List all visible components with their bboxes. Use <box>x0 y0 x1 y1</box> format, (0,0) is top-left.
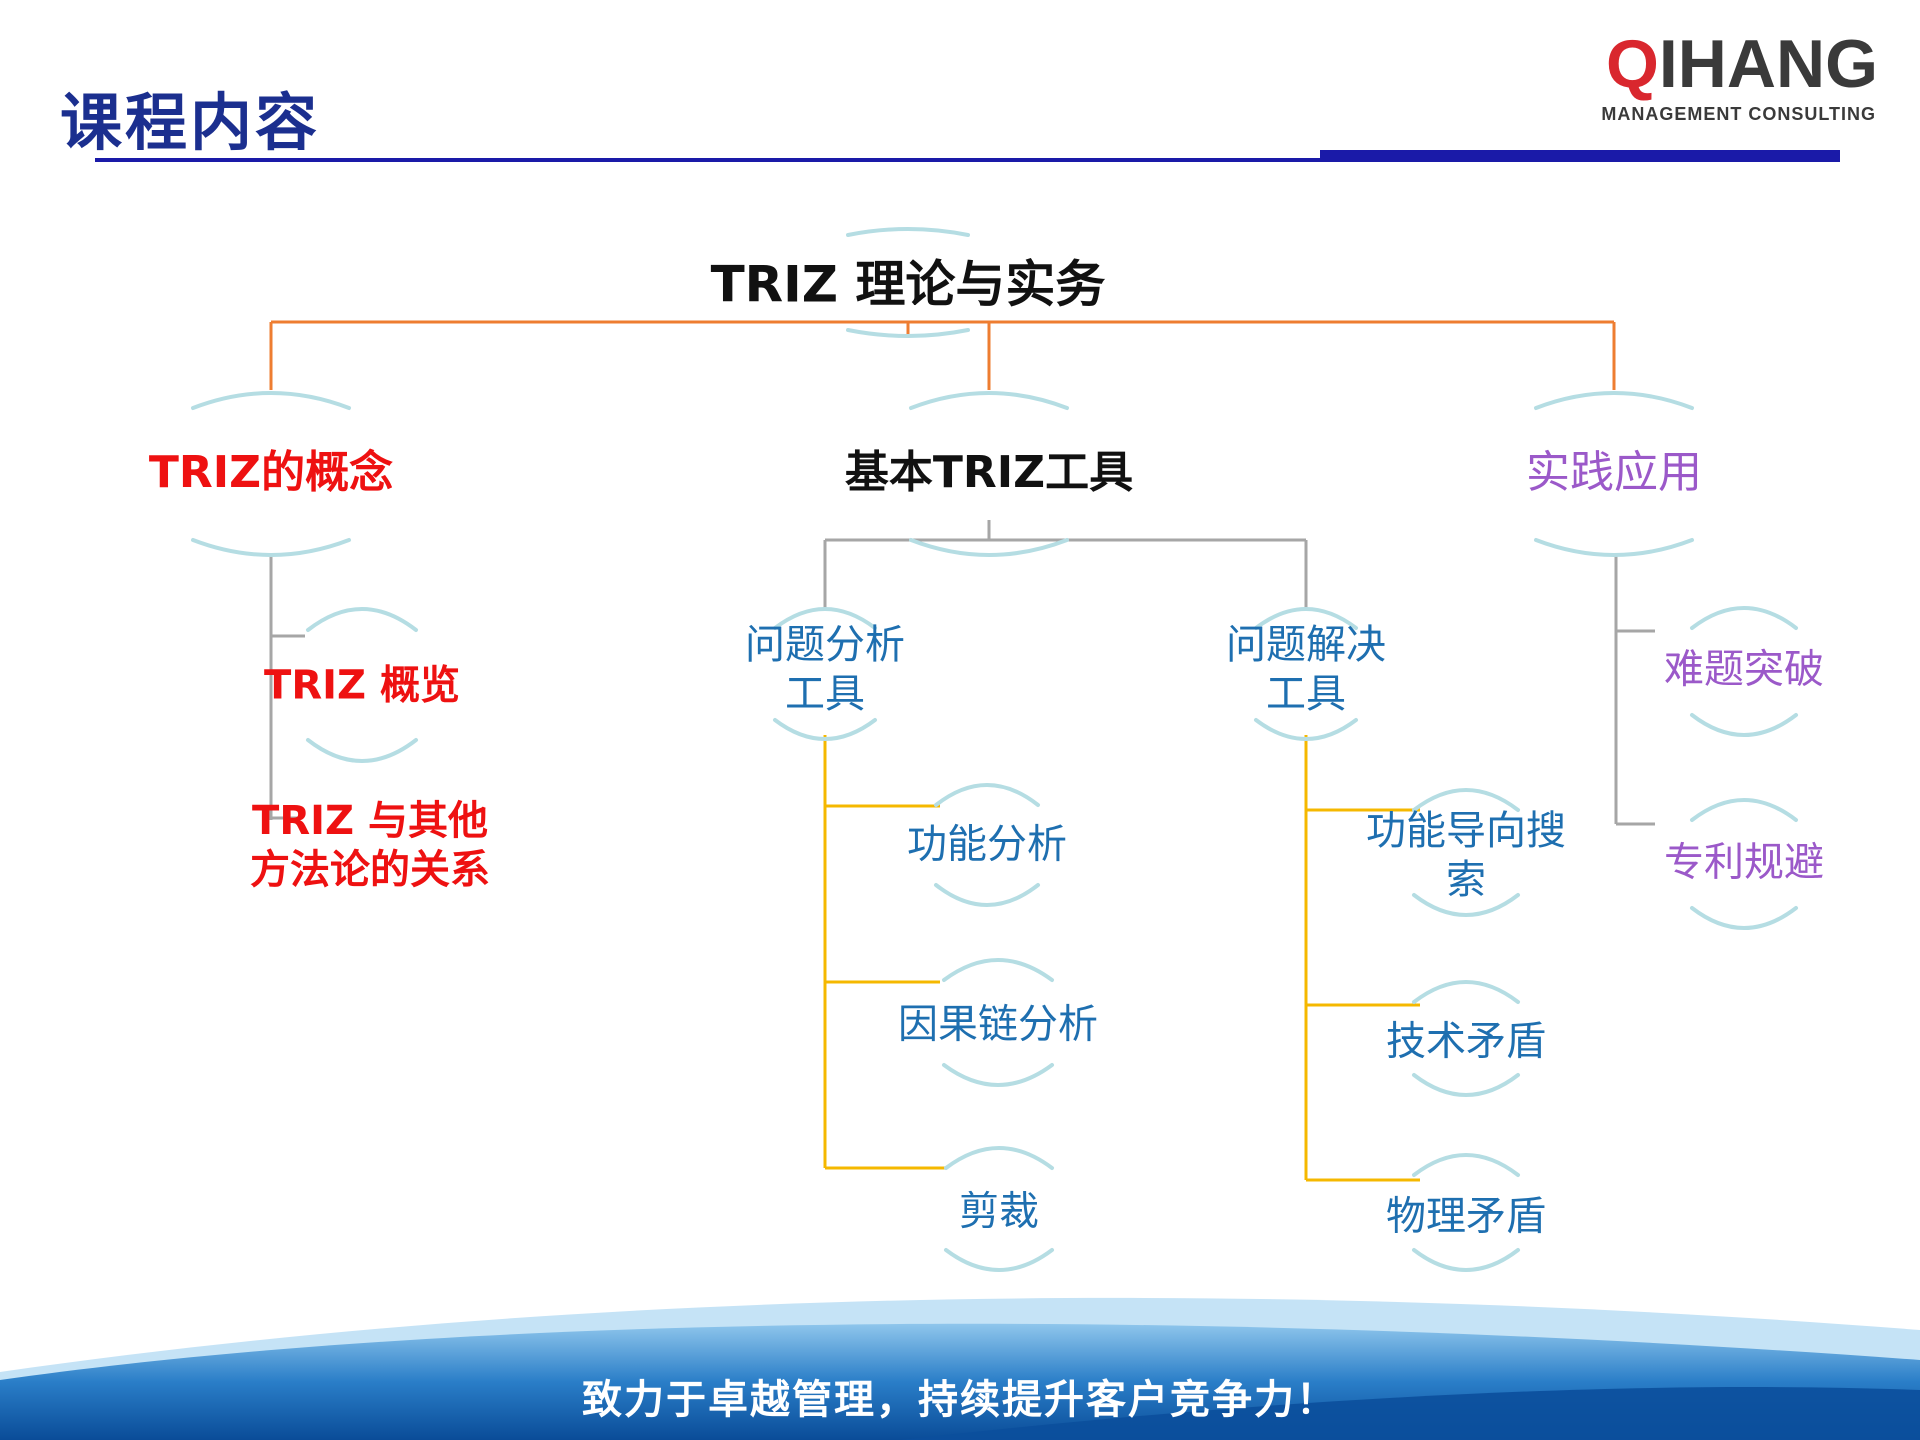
logo-subtitle: MANAGEMENT CONSULTING <box>1601 104 1876 124</box>
root-arc-bottom <box>846 328 970 338</box>
logo-wordmark: IHANG <box>1658 26 1878 102</box>
trimming-arc-bottom <box>944 1248 1054 1272</box>
tech-arc-top <box>1412 980 1520 1004</box>
overview-arc-bottom <box>306 738 418 763</box>
trimming-arc-top <box>944 1146 1054 1170</box>
node-function-oriented-search: 功能导向搜 索 <box>1366 808 1566 903</box>
causal-arc-top <box>942 958 1054 982</box>
breakthrough-arc-top <box>1690 606 1798 630</box>
physical-arc-top <box>1412 1153 1520 1177</box>
tools-arc-bottom <box>909 538 1069 557</box>
node-problem-analysis-tools: 问题分析 工具 <box>745 622 905 717</box>
node-problem-solving-tools: 问题解决 工具 <box>1226 622 1386 717</box>
footer-slogan: 致力于卓越管理，持续提升客户竞争力！ <box>582 1377 1338 1423</box>
node-problem-breakthrough: 难题突破 <box>1664 646 1824 693</box>
node-practical-application: 实践应用 <box>1526 447 1702 499</box>
node-triz-methodology-relation: TRIZ 与其他 方法论的关系 <box>250 798 490 893</box>
node-trimming: 剪裁 <box>959 1188 1039 1235</box>
tech-arc-bottom <box>1412 1073 1520 1097</box>
solving-arc-top <box>1254 607 1358 630</box>
header-rule-accent <box>1320 150 1840 162</box>
qihang-logo: QIHANG <box>1606 30 1878 98</box>
slide-title: 课程内容 <box>60 86 321 159</box>
tools-arc-top <box>909 391 1069 410</box>
node-patent-circumvention: 专利规避 <box>1664 839 1824 886</box>
node-basic-triz-tools: 基本TRIZ工具 <box>844 447 1134 499</box>
node-function-analysis: 功能分析 <box>907 821 1067 868</box>
root-node-triz-theory-practice: TRIZ 理论与实务 <box>710 255 1106 314</box>
node-cause-effect-chain-analysis: 因果链分析 <box>898 1001 1098 1048</box>
node-physical-contradiction: 物理矛盾 <box>1386 1193 1546 1240</box>
analysis-arc-top <box>773 607 877 630</box>
practice-arc-top <box>1534 391 1694 410</box>
logo-letter: Q <box>1605 26 1659 102</box>
function-arc-bottom <box>934 883 1040 907</box>
analysis-arc-bottom <box>773 718 877 741</box>
concept-arc-top <box>191 391 351 410</box>
physical-arc-bottom <box>1412 1248 1520 1272</box>
breakthrough-arc-bottom <box>1690 713 1798 737</box>
yellow-connectors <box>823 735 1420 1182</box>
root-arc-top <box>846 227 970 237</box>
search-arc-top <box>1412 788 1520 812</box>
search-arc-bottom <box>1412 893 1520 917</box>
function-arc-top <box>934 783 1040 807</box>
concept-arc-bottom <box>191 538 351 557</box>
node-arcs <box>191 227 1798 1272</box>
solving-arc-bottom <box>1254 718 1358 741</box>
node-triz-overview: TRIZ 概览 <box>264 662 460 709</box>
patent-arc-top <box>1690 798 1798 822</box>
causal-arc-bottom <box>942 1063 1054 1087</box>
practice-arc-bottom <box>1534 538 1694 557</box>
overview-arc-top <box>306 607 418 632</box>
footer-wave-dark <box>900 1387 1920 1440</box>
patent-arc-bottom <box>1690 906 1798 930</box>
node-technical-contradiction: 技术矛盾 <box>1386 1018 1546 1065</box>
node-triz-concept: TRIZ的概念 <box>148 447 394 499</box>
gray-connectors <box>269 520 1655 826</box>
